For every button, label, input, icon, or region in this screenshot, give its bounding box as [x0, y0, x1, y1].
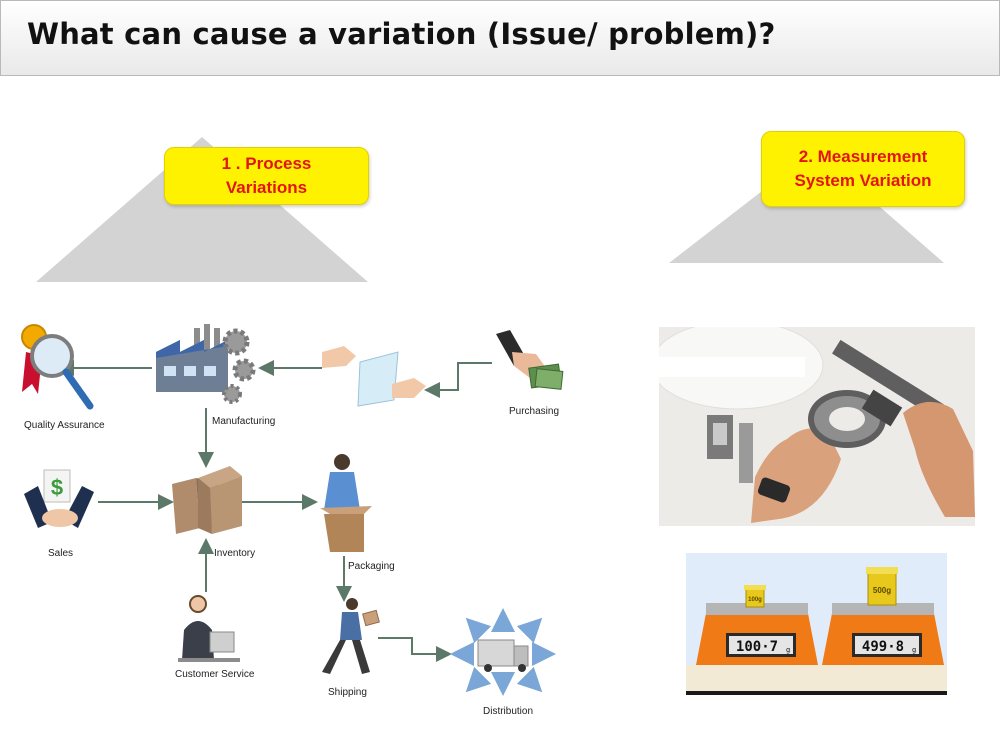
process-callout-line2: Variations [225, 178, 308, 197]
measurement-callout-line1: 2. Measurement [798, 147, 928, 166]
label-packaging: Packaging [348, 561, 395, 572]
left-display: 100·7 [736, 639, 778, 655]
customer-service-icon [178, 595, 240, 662]
left-display-unit: g [786, 646, 790, 654]
process-variations-callout: 1 . Process Variations [164, 147, 369, 205]
label-shipping: Shipping [328, 687, 367, 698]
packaging-icon [320, 454, 372, 552]
process-callout-line1: 1 . Process [221, 154, 312, 173]
caliper-photo [659, 327, 975, 526]
label-quality-assurance: Quality Assurance [24, 420, 105, 431]
label-sales: Sales [48, 548, 74, 559]
left-weight-label: 100g [748, 597, 762, 603]
right-weight-label: 500g [873, 586, 891, 595]
distribution-icon [450, 608, 556, 696]
label-purchasing: Purchasing [509, 406, 560, 417]
measurement-variation-callout: 2. Measurement System Variation [761, 131, 965, 207]
label-inventory: Inventory [214, 548, 256, 559]
inventory-icon [172, 466, 242, 534]
scales-illustration: 100g 500g 100·7 g 499·8 g [686, 553, 947, 691]
shipping-icon [322, 598, 380, 674]
right-display: 499·8 [862, 639, 904, 655]
quality-assurance-icon [21, 324, 94, 410]
left-scale [696, 585, 818, 665]
svg-text:$: $ [51, 475, 63, 500]
label-distribution: Distribution [483, 706, 534, 717]
purchasing-icon [496, 330, 564, 390]
label-manufacturing: Manufacturing [212, 416, 276, 427]
process-triangle [36, 137, 368, 282]
right-scale [822, 567, 944, 665]
manufacturing-icon [156, 324, 256, 404]
label-customer-service: Customer Service [175, 669, 255, 680]
flow-arrows [58, 360, 492, 662]
page-title: What can cause a variation (Issue/ probl… [27, 17, 776, 51]
right-display-unit: g [912, 646, 916, 654]
title-bar: What can cause a variation (Issue/ probl… [0, 0, 1000, 76]
arrow-purchasing-to-handoff [424, 362, 492, 398]
sales-icon: $ [24, 469, 94, 528]
measurement-callout-line2: System Variation [794, 171, 932, 190]
arrow-shipping-to-distribution [378, 637, 452, 662]
caliper-illustration [659, 327, 975, 526]
handoff-icon [322, 346, 426, 407]
scales-photo: 100g 500g 100·7 g 499·8 g [686, 553, 947, 695]
